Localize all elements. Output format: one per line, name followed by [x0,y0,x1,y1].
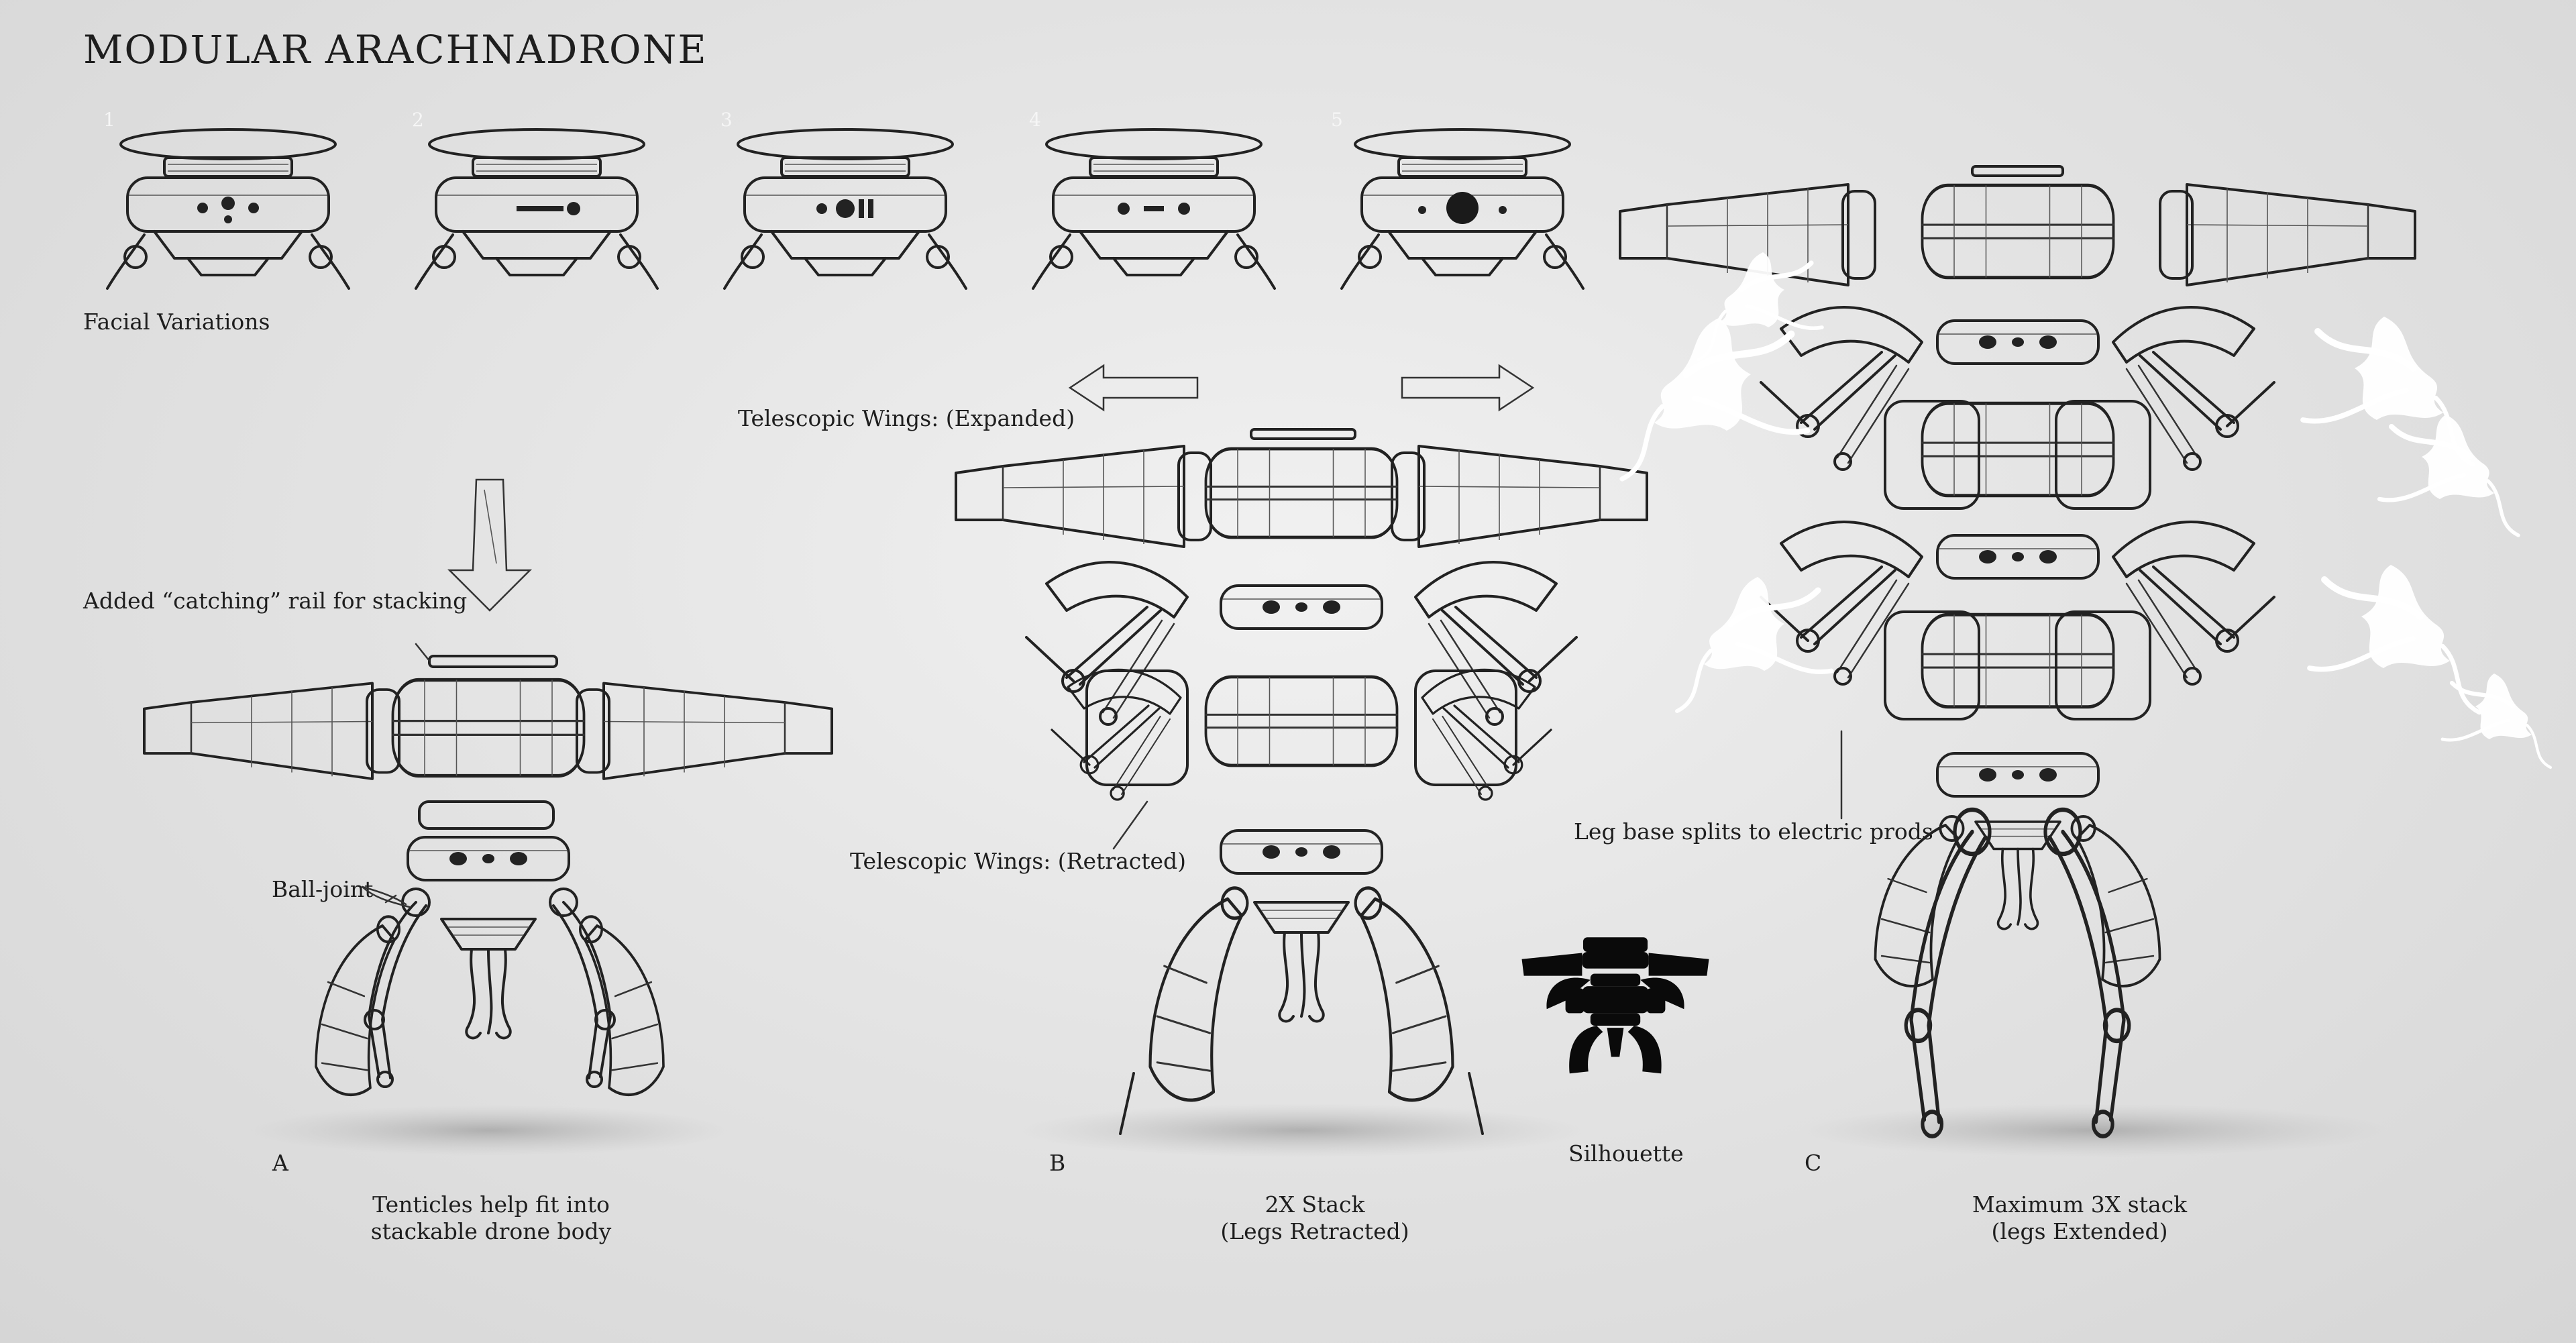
arrow-right-icon [1401,364,1535,412]
facial-number-5: 5 [1331,109,1343,131]
leg-base-label: Leg base splits to electric prods [1574,818,1933,845]
shadow-a [248,1105,731,1156]
variant-b-caption-line1: 2X Stack [1265,1191,1365,1218]
electric-spark-icon [2310,565,2479,712]
variant-b-letter: B [1049,1150,1066,1176]
variant-c-caption-line1: Maximum 3X stack [1972,1191,2188,1218]
facial-number-2: 2 [412,109,424,131]
face-variant-1 [106,128,350,290]
facial-number-1: 1 [103,109,115,131]
electric-spark-icon [2379,415,2518,535]
page-title: MODULAR ARACHNADRONE [83,27,708,72]
shadow-b [1020,1104,1583,1157]
variant-c-caption-line2: (legs Extended) [1991,1218,2168,1244]
wings-expanded-label: Telescopic Wings: (Expanded) [738,405,1075,431]
face-variant-3 [723,128,967,290]
arrow-left-icon [1068,364,1199,412]
face-variant-4 [1032,128,1276,290]
drone-b [955,428,1648,1135]
variant-a-caption: Tenticles help fit into stackable drone … [357,1191,625,1244]
variant-c-letter: C [1805,1150,1822,1176]
facial-number-3: 3 [720,109,733,131]
variant-b-caption: 2X Stack (Legs Retracted) [1181,1191,1449,1244]
silhouette-figure [1521,937,1709,1074]
facial-number-4: 4 [1029,109,1041,131]
silhouette-label: Silhouette [1568,1140,1684,1167]
wings-retracted-label: Telescopic Wings: (Retracted) [850,848,1187,874]
catching-rail-label: Added “catching” rail for stacking [83,588,468,614]
electric-spark-icon [1677,577,1831,711]
face-variant-5 [1340,128,1585,290]
variant-a-letter: A [272,1150,288,1176]
ball-joint-label: Ball-joint [272,876,374,902]
variant-c-caption: Maximum 3X stack (legs Extended) [1945,1191,2214,1244]
variant-a-caption-line2: stackable drone body [370,1218,612,1244]
drone-c [1619,165,2416,1136]
variant-a-caption-line1: Tenticles help fit into [372,1191,610,1218]
drone-a [143,643,833,1095]
facial-variations-caption: Facial Variations [83,309,270,335]
electric-spark-icon [2443,674,2551,767]
variant-b-caption-line2: (Legs Retracted) [1220,1218,1409,1244]
face-variant-2 [415,128,659,290]
arrow-down-icon [447,478,533,612]
